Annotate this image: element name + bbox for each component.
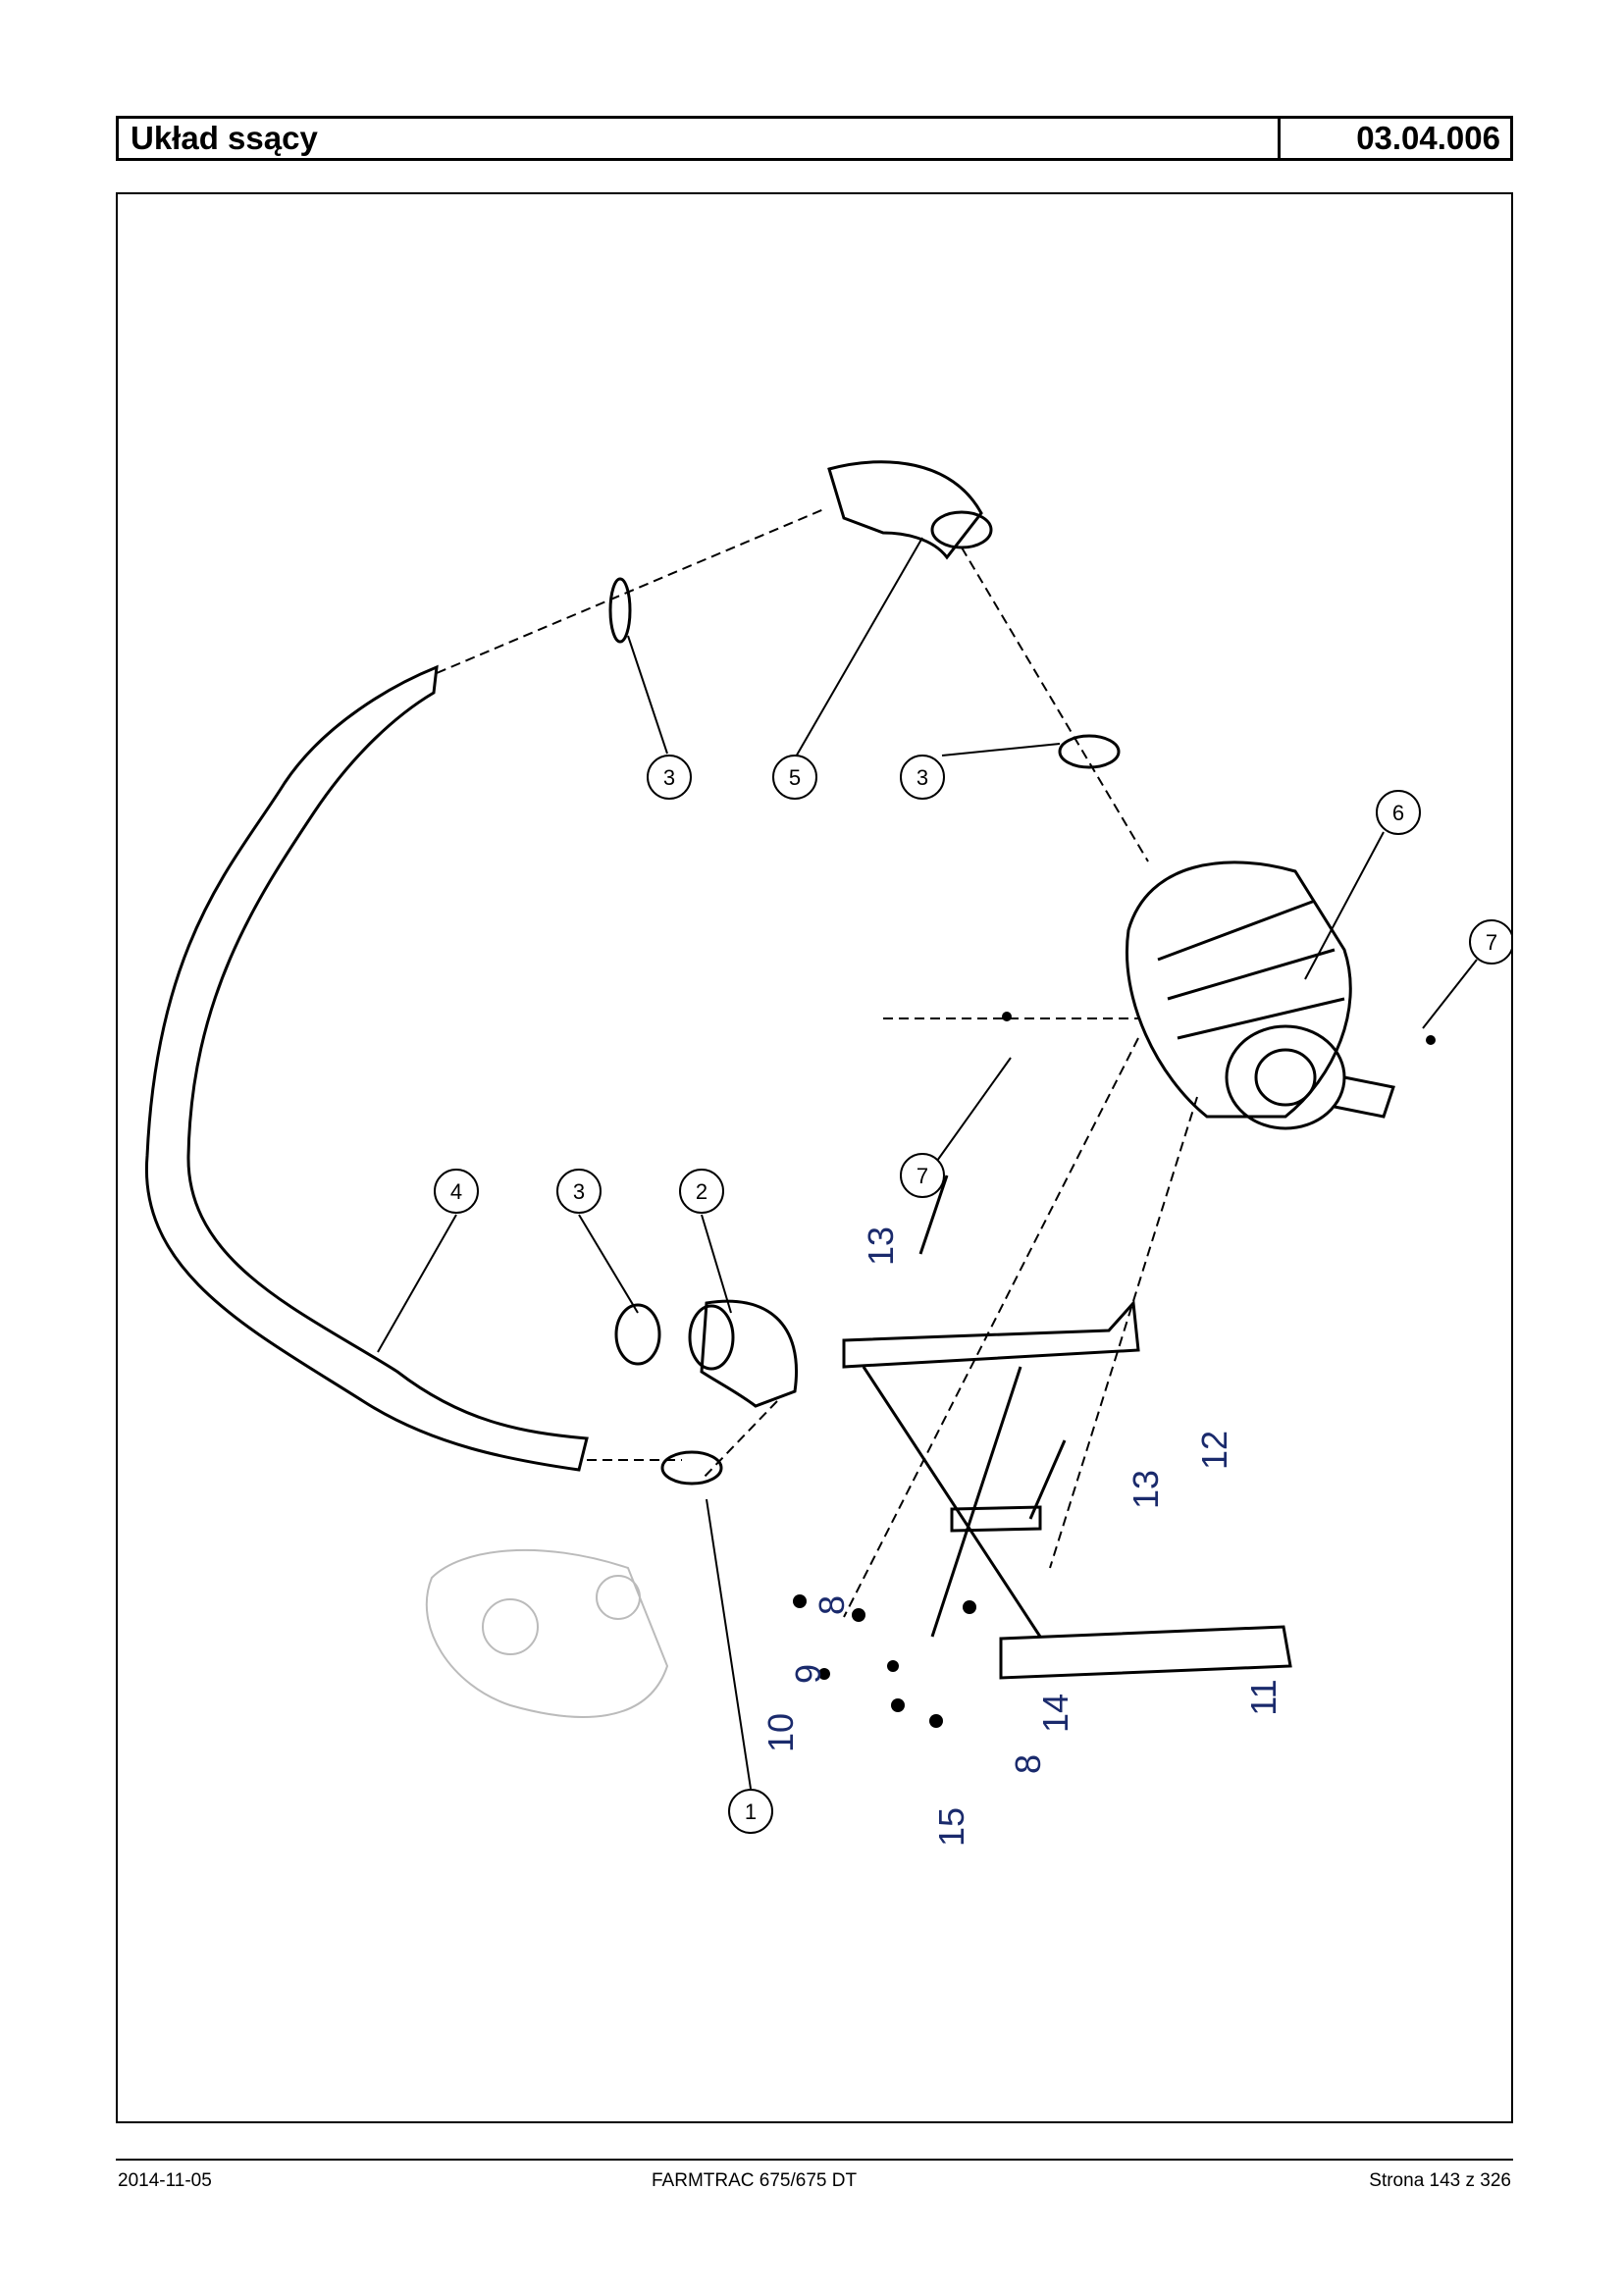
callout-2: 2 — [679, 1169, 724, 1214]
section-code: 03.04.006 — [1356, 120, 1500, 156]
diagram-frame: 3 5 3 6 7 7 4 3 2 1 13 12 13 11 8 9 10 1… — [116, 192, 1513, 2123]
svg-text:3: 3 — [917, 765, 928, 790]
svg-text:3: 3 — [573, 1179, 585, 1204]
callout-15: 15 — [931, 1807, 971, 1847]
clamp-lower — [660, 1450, 723, 1486]
callout-7a: 7 — [1469, 919, 1511, 965]
clamp-middle — [614, 1303, 661, 1366]
callout-7b: 7 — [900, 1153, 945, 1198]
mounting-bracket — [842, 1299, 1292, 1680]
callout-3b: 3 — [900, 755, 945, 800]
intake-pipe — [144, 664, 589, 1472]
svg-text:2: 2 — [696, 1179, 707, 1204]
callouts-circled: 3 5 3 6 7 7 4 3 2 1 — [434, 755, 1511, 1834]
callout-8b: 8 — [1008, 1754, 1048, 1774]
lower-elbow — [700, 1299, 798, 1408]
callout-13a: 13 — [861, 1226, 901, 1266]
callout-1: 1 — [728, 1789, 773, 1834]
callout-3a: 3 — [647, 755, 692, 800]
callout-3c: 3 — [556, 1169, 602, 1214]
callout-12: 12 — [1194, 1431, 1234, 1470]
engine-outline — [425, 1548, 669, 1718]
callout-6: 6 — [1376, 790, 1421, 835]
footer-model: FARMTRAC 675/675 DT — [652, 2170, 858, 2191]
footer-date: 2014-11-05 — [118, 2170, 212, 2191]
upper-elbow — [827, 460, 983, 560]
svg-text:5: 5 — [789, 765, 801, 790]
callouts-plain: 13 12 13 11 8 9 10 14 8 15 — [760, 1226, 1283, 1847]
svg-text:7: 7 — [1486, 930, 1497, 955]
callout-5: 5 — [772, 755, 817, 800]
svg-text:3: 3 — [663, 765, 675, 790]
clamp-upper-right — [1058, 734, 1121, 769]
page-title: Układ ssący — [119, 119, 1281, 158]
callout-10: 10 — [760, 1713, 801, 1752]
callout-9: 9 — [788, 1664, 828, 1684]
svg-text:6: 6 — [1392, 801, 1404, 825]
exploded-parts-diagram: 3 5 3 6 7 7 4 3 2 1 13 12 13 11 8 9 10 1… — [144, 460, 1511, 1847]
callout-11: 11 — [1243, 1679, 1283, 1715]
air-filter-housing — [1126, 861, 1395, 1130]
callout-13b: 13 — [1126, 1470, 1166, 1509]
callout-8a: 8 — [812, 1595, 852, 1615]
page-header: Układ ssący 03.04.006 — [116, 116, 1513, 161]
footer-page-number: Strona 143 z 326 — [1369, 2170, 1511, 2191]
svg-text:4: 4 — [450, 1179, 462, 1204]
footer-rule — [116, 2159, 1513, 2161]
callout-4: 4 — [434, 1169, 479, 1214]
clamp-upper-left — [608, 577, 632, 644]
svg-text:7: 7 — [917, 1164, 928, 1188]
callout-14: 14 — [1035, 1694, 1075, 1733]
svg-text:1: 1 — [745, 1799, 757, 1824]
